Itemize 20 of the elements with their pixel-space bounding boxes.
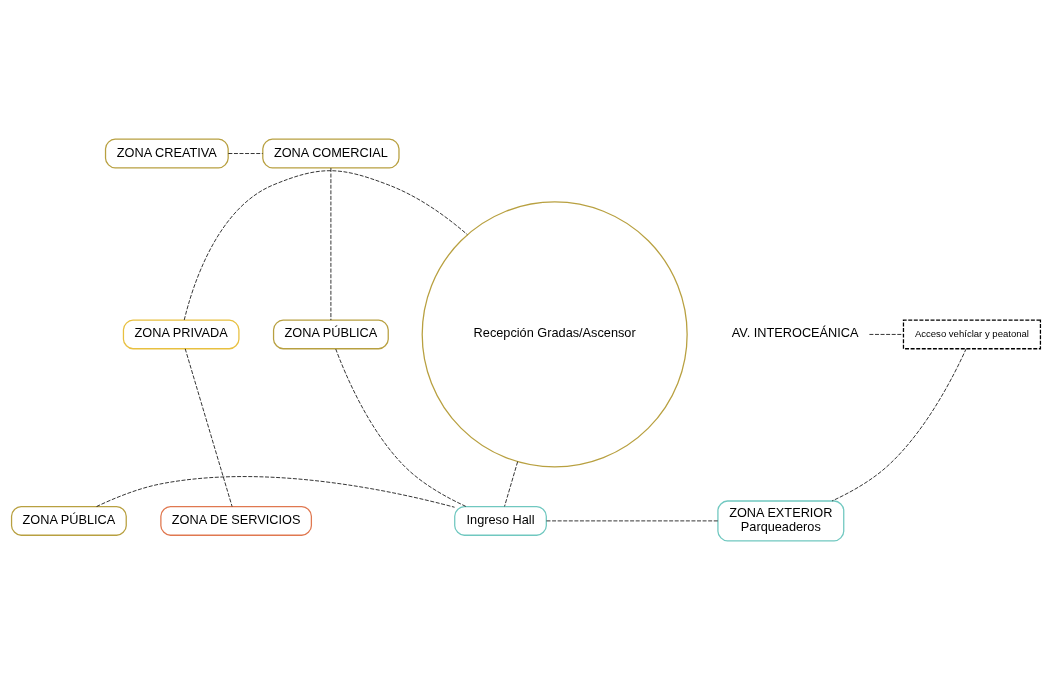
node-box: ZONA PÚBLICA xyxy=(10,505,127,536)
node-circle: Recepción Gradas/Ascensor xyxy=(421,201,688,468)
connector xyxy=(330,167,332,321)
node-box: ZONA COMERCIAL xyxy=(262,138,400,169)
node-box: ZONA PÚBLICA xyxy=(272,319,389,350)
node-box: ZONA DE SERVICIOS xyxy=(160,505,312,536)
node-box: Acceso vehíclar y peatonal xyxy=(902,319,1042,350)
node-box: ZONA EXTERIOR Parqueaderos xyxy=(717,500,845,542)
connector xyxy=(831,348,967,502)
connector xyxy=(335,348,467,507)
node-box: Ingreso Hall xyxy=(454,505,547,536)
node-box: ZONA PRIVADA xyxy=(122,319,240,350)
connector xyxy=(869,334,904,335)
connector xyxy=(184,348,233,507)
node-text: AV. INTEROCEÁNICA xyxy=(731,325,859,341)
node-box: ZONA CREATIVA xyxy=(104,138,229,169)
connector xyxy=(504,461,519,507)
connector xyxy=(96,476,455,508)
connector xyxy=(183,170,468,321)
connector xyxy=(227,153,263,154)
